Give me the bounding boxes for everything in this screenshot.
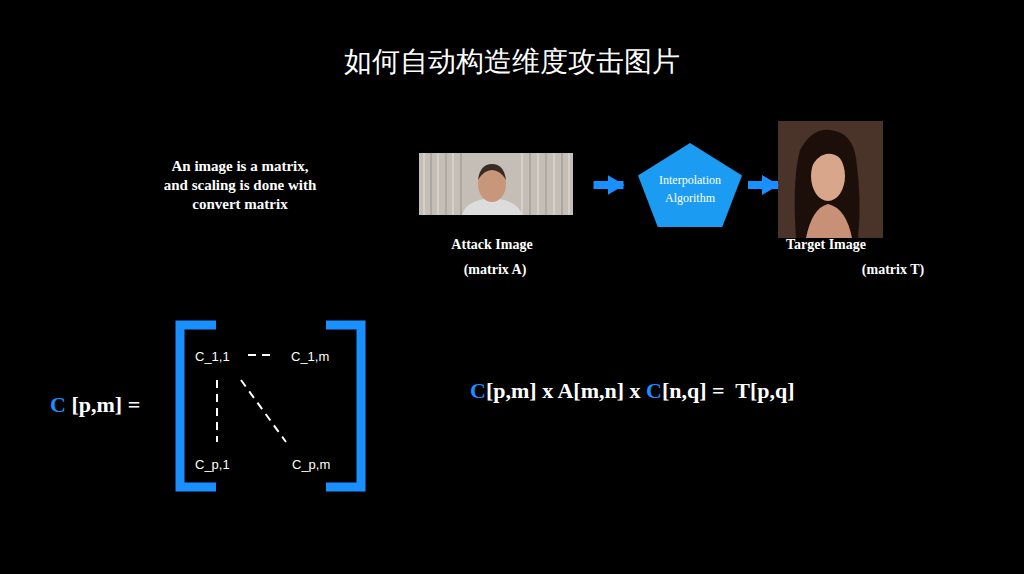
flow-arrow — [594, 181, 624, 189]
right-bracket — [326, 325, 361, 487]
image-box: Target Image(matrix T) — [778, 121, 883, 238]
target-photo — [778, 121, 883, 238]
image-caption: Attack Image — [451, 237, 532, 253]
matrix-entry: C_p,1 — [195, 457, 230, 473]
algorithm-label: Interpolation Algorithm — [653, 171, 727, 207]
attack-photo — [419, 153, 573, 215]
flow-arrow — [748, 181, 778, 189]
matrix-entry: C_p,m — [292, 457, 330, 473]
matrix-name: C [p,m] = — [50, 391, 140, 419]
matrix-entry: C_1,m — [291, 349, 329, 365]
image-caption: Target Image — [786, 237, 866, 253]
image-box: Attack Image(matrix A) — [419, 153, 573, 215]
matrix-entry: C_1,1 — [195, 349, 230, 365]
note-text: An image is a matrix, and scaling is don… — [160, 157, 320, 213]
matrix-caption: (matrix A) — [464, 262, 527, 278]
elision-dashes — [217, 355, 286, 442]
algorithm-pentagon: Interpolation Algorithm — [638, 143, 742, 227]
equation: C[p,m] x A[m,n] x C[n,q] = T[p,q] — [470, 377, 795, 405]
matrix-caption: (matrix T) — [862, 262, 924, 278]
pentagon-fill — [638, 143, 742, 227]
slide-title: 如何自动构造维度攻击图片 — [344, 43, 680, 81]
